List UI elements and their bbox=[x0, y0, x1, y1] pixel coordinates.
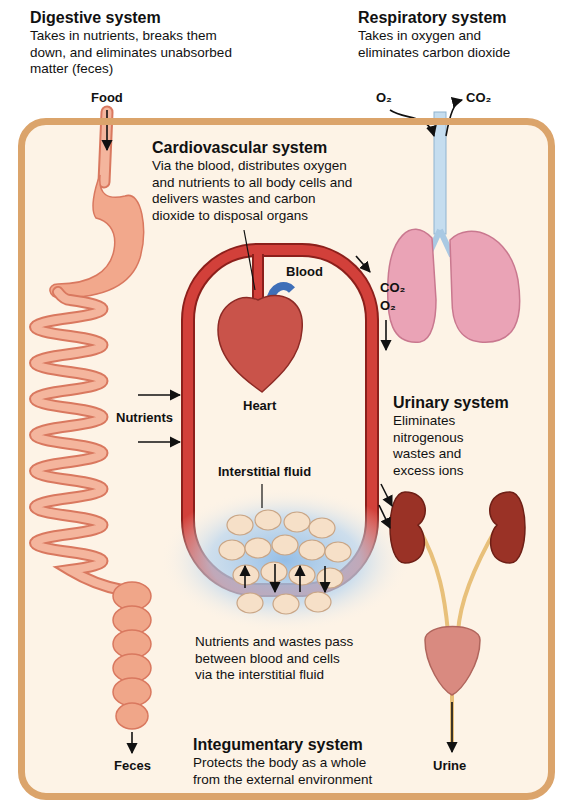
part-label: Feces bbox=[114, 758, 151, 774]
flow-arrow bbox=[324, 566, 326, 592]
interstitial-cells bbox=[160, 488, 410, 632]
flow-arrow bbox=[451, 702, 453, 752]
flow-arrow bbox=[356, 256, 370, 272]
flow-arrow bbox=[138, 441, 180, 443]
interstitial-cells bbox=[272, 535, 298, 555]
flow-arrow bbox=[274, 564, 276, 592]
part-label: Urine bbox=[433, 758, 466, 774]
system-description: Takes in oxygen and eliminates carbon di… bbox=[358, 28, 528, 61]
urinary-organs bbox=[425, 627, 480, 696]
part-label: Interstitial fluid bbox=[218, 464, 311, 480]
urinary-organs bbox=[390, 492, 425, 563]
digestive-tract bbox=[35, 292, 122, 590]
interstitial-cells bbox=[160, 488, 410, 632]
system-description: Takes in nutrients, breaks them down, an… bbox=[30, 28, 244, 78]
flow-arrow bbox=[131, 732, 133, 753]
interstitial-cells bbox=[284, 512, 310, 532]
interstitial-cells bbox=[289, 565, 315, 585]
system-description: Eliminates nitrogenous wastes and excess… bbox=[393, 413, 473, 479]
system-heading: Urinary system bbox=[393, 393, 509, 412]
digestive-tract bbox=[113, 678, 151, 706]
system-heading: Integumentary system bbox=[193, 735, 363, 754]
urinary-organs bbox=[490, 492, 525, 563]
system-description: Via the blood, distributes oxygen and nu… bbox=[152, 158, 357, 224]
interstitial-cells bbox=[237, 593, 263, 613]
leader-line bbox=[261, 484, 262, 508]
interstitial-cells bbox=[245, 538, 271, 558]
flow-arrow bbox=[385, 320, 387, 350]
system-description: Nutrients and wastes pass between blood … bbox=[195, 634, 357, 684]
system-heading: Digestive system bbox=[30, 8, 161, 27]
interstitial-cells bbox=[317, 568, 343, 588]
interstitial-cells bbox=[219, 540, 245, 560]
system-description: Protects the body as a whole from the ex… bbox=[193, 755, 383, 788]
interstitial-cells bbox=[299, 540, 325, 560]
part-label: Blood bbox=[286, 264, 323, 280]
interstitial-cells bbox=[261, 562, 287, 582]
interstitial-cells bbox=[309, 518, 335, 538]
urinary-organs bbox=[390, 492, 525, 742]
interstitial-cells bbox=[273, 594, 299, 614]
digestive-tract bbox=[116, 703, 148, 729]
flow-arrow bbox=[138, 394, 180, 396]
system-heading: Respiratory system bbox=[358, 8, 507, 27]
part-label: O₂ bbox=[380, 298, 396, 314]
flow-arrow bbox=[299, 566, 301, 592]
respiratory-organs bbox=[450, 231, 520, 342]
system-heading: Cardiovascular system bbox=[152, 138, 327, 157]
part-label: Food bbox=[91, 90, 123, 106]
leader-line bbox=[244, 230, 255, 290]
respiratory-organs bbox=[388, 112, 520, 342]
flow-arrow bbox=[381, 484, 392, 506]
flow-arrow bbox=[244, 566, 246, 588]
part-label: Heart bbox=[243, 398, 276, 414]
part-label: O₂ bbox=[376, 90, 392, 106]
heart-organ bbox=[254, 254, 262, 304]
interstitial-cells bbox=[255, 510, 281, 530]
part-label: CO₂ bbox=[380, 280, 405, 296]
interstitial-cells bbox=[227, 515, 253, 535]
interstitial-cells bbox=[219, 510, 351, 614]
interstitial-cells bbox=[305, 592, 331, 612]
digestive-tract bbox=[50, 175, 144, 298]
flow-arrow bbox=[379, 505, 390, 528]
interstitial-cells bbox=[233, 565, 259, 585]
interstitial-cells bbox=[325, 542, 351, 562]
heart-organ bbox=[218, 295, 302, 392]
digestive-tract bbox=[35, 292, 122, 590]
body-ground bbox=[22, 122, 552, 797]
part-label: CO₂ bbox=[466, 90, 491, 106]
respiratory-organs bbox=[434, 112, 446, 234]
urinary-organs bbox=[418, 527, 497, 632]
flow-arrow bbox=[106, 110, 108, 150]
part-label: Nutrients bbox=[116, 410, 173, 426]
heart-organ bbox=[252, 254, 264, 304]
